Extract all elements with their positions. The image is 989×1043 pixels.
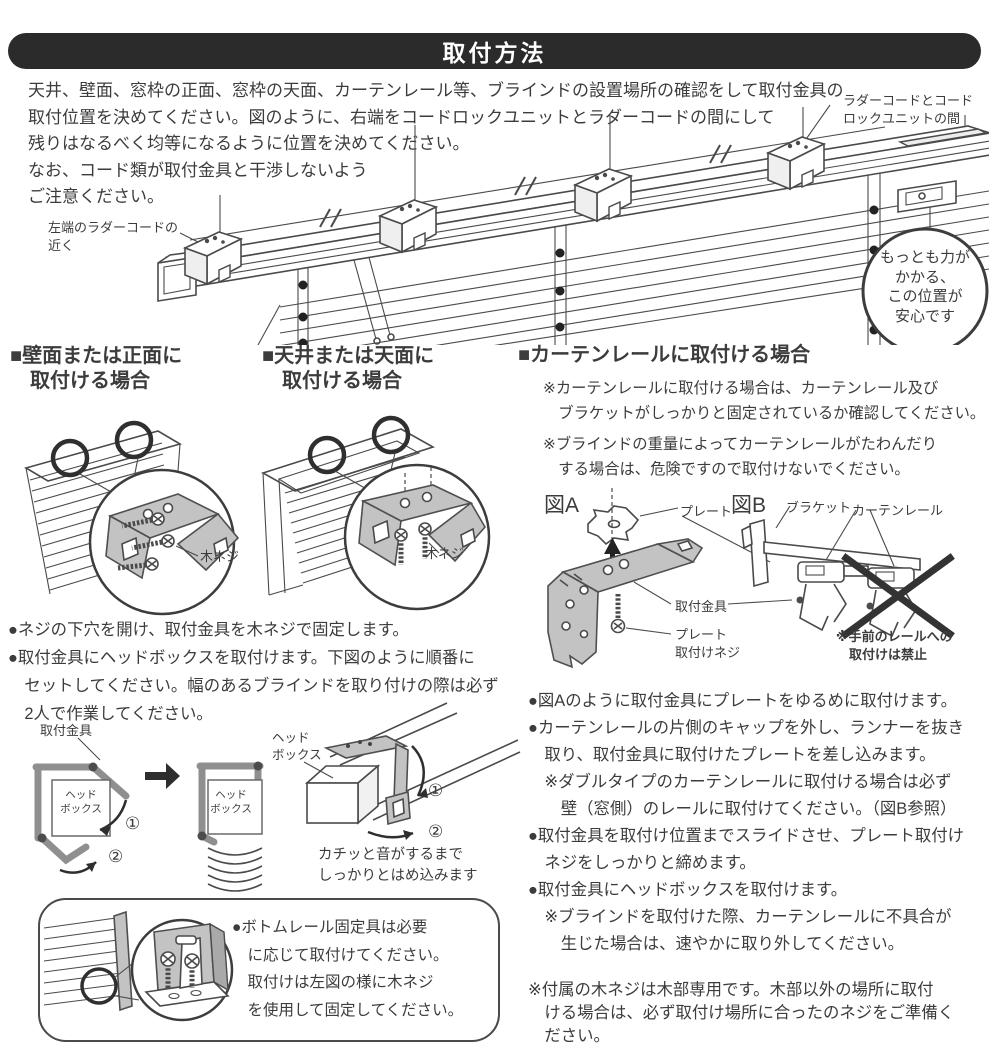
closed-bracket xyxy=(196,761,264,892)
cord-lock-unit xyxy=(897,180,957,343)
wood-screw-label: 木ネジ xyxy=(425,546,465,561)
wood-screws xyxy=(160,951,200,988)
plate-screw-label: プレート 取付けネジ xyxy=(675,627,741,660)
bubble-text: もっとも力が かかる、 この位置が 安心です xyxy=(879,249,970,325)
headbox-label: ヘッド ボックス xyxy=(272,731,322,762)
figB-label: 図B xyxy=(731,494,767,517)
step-1-marker: ① xyxy=(428,781,444,800)
plate-label: プレート xyxy=(680,504,733,519)
assembly-caption: カチッと音がするまで しっかりとはめ込みます xyxy=(318,847,478,884)
fitting-label: 取付金具 xyxy=(675,599,728,614)
open-bracket xyxy=(32,762,130,874)
page-title: 取付方法 xyxy=(442,40,547,66)
bottom-rail-illustration xyxy=(44,910,234,1022)
figB-leaders xyxy=(775,505,895,567)
figB-assembly xyxy=(741,505,955,639)
heading-curtainrail-mount: ■カーテンレールに取付ける場合 xyxy=(518,344,811,366)
bracket-label: ブラケット xyxy=(786,500,852,515)
figA-label: 図A xyxy=(544,494,580,517)
wood-screws xyxy=(117,512,175,571)
position-circle xyxy=(50,438,90,478)
position-circle xyxy=(80,967,118,1005)
headbox-label: ヘッド ボックス xyxy=(60,789,102,815)
curtain-rail-label: カーテンレール xyxy=(852,503,944,518)
bottom-rail-box xyxy=(38,898,500,1042)
rail-step-1: ●図Aのように取付金具にプレートをゆるめに取付けます。 xyxy=(528,692,957,710)
bottom-rail-note: ●ボトムレール固定具は必要 に応じて取付けてください。 取付けは左図の様に木ネジ… xyxy=(232,919,464,1019)
wood-screw-label: 木ネジ xyxy=(200,549,240,564)
rail-step-2: ●カーテンレールの片側のキャップを外し、ランナーを抜き 取り、取付金具に取付けた… xyxy=(528,719,965,818)
figA-plate xyxy=(587,488,640,582)
spring-coil xyxy=(207,847,263,892)
label-ladder-cordlock: ラダーコードとコード ロックユニットの間 xyxy=(843,93,974,126)
wall-mount-illustration xyxy=(23,420,240,616)
rail-step-3: ●取付金具を取付け位置までスライドさせ、プレート取付け ネジをしっかりと締めます… xyxy=(528,827,965,872)
position-circle xyxy=(307,435,347,475)
rail-3d-view xyxy=(303,702,521,840)
headrail-diagram xyxy=(157,104,989,345)
headbox-label: ヘッド ボックス xyxy=(210,789,252,815)
intro-paragraph: 天井、壁面、窓枠の正面、窓枠の天面、カーテンレール等、ブラインドの設置場所の確認… xyxy=(28,81,844,206)
assembly-bracket-label: 取付金具 xyxy=(40,723,93,738)
figA-figB-diagram xyxy=(547,488,955,669)
wood-screws xyxy=(394,522,432,565)
wood-screw-warning: ※付属の木ネジは木部専用です。木部以外の場所に取付 ける場合は、必ず取付け場所に… xyxy=(528,981,955,1043)
step-bullet-2: ●取付金具にヘッドボックスを取付けます。下図のように順番に セットしてください。… xyxy=(8,649,499,723)
fixing-closeup xyxy=(144,922,230,1007)
label-left-ladder: 左端のラダーコードの 近く xyxy=(48,220,179,253)
curtainrail-note-2: ※ブラインドの重量によってカーテンレールがたわんだり する場合は、危険ですので取… xyxy=(543,436,938,478)
position-circle xyxy=(114,420,154,460)
assembly-diagram xyxy=(32,702,521,892)
figA-bracket xyxy=(547,538,704,669)
forbidden-note: ※手前のレールへの 取付けは禁止 xyxy=(836,629,953,662)
step-2-marker: ② xyxy=(428,822,444,841)
transition-arrow xyxy=(145,763,180,789)
title-bar: 取付方法 xyxy=(8,33,981,69)
bracket-closeup xyxy=(105,493,240,580)
heading-ceiling-mount: ■天井または天面に 取付ける場合 xyxy=(262,345,435,392)
position-circle xyxy=(371,415,411,455)
curtainrail-note-1: ※カーテンレールに取付ける場合は、カーテンレール及び ブラケットがしっかりと固定… xyxy=(543,380,986,422)
bracket-closeup xyxy=(358,467,486,567)
step-1-marker: ① xyxy=(125,814,141,833)
heading-wall-mount: ■壁面または正面に 取付ける場合 xyxy=(10,345,183,392)
rail-step-4: ●取付金具にヘッドボックスを取付けます。 ※ブラインドを取付けた際、カーテンレー… xyxy=(528,881,952,953)
step-bullet-1: ●ネジの下穴を開け、取付金具を木ネジで固定します。 xyxy=(8,621,409,639)
step-2-marker: ② xyxy=(108,847,124,866)
speech-bubble xyxy=(861,227,989,345)
ceiling-mount-illustration xyxy=(261,415,491,611)
